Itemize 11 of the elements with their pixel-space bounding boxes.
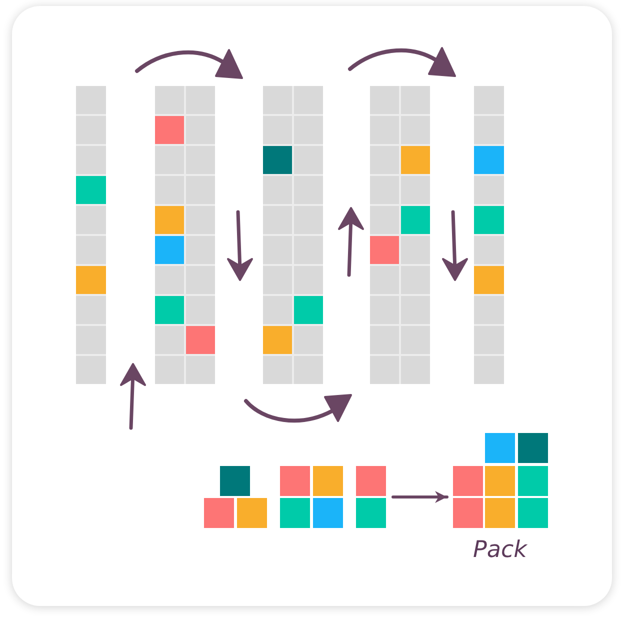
block-group bbox=[204, 466, 267, 528]
block-group bbox=[280, 466, 343, 528]
arrow bbox=[392, 491, 448, 503]
grid-column bbox=[155, 86, 215, 384]
grid-column bbox=[370, 86, 430, 384]
grid-column bbox=[263, 86, 323, 384]
grid-column bbox=[474, 86, 504, 384]
block-group bbox=[356, 466, 387, 528]
caption-text: Pack bbox=[473, 536, 527, 564]
packed-block-group bbox=[453, 433, 548, 528]
grid-column bbox=[76, 86, 106, 384]
